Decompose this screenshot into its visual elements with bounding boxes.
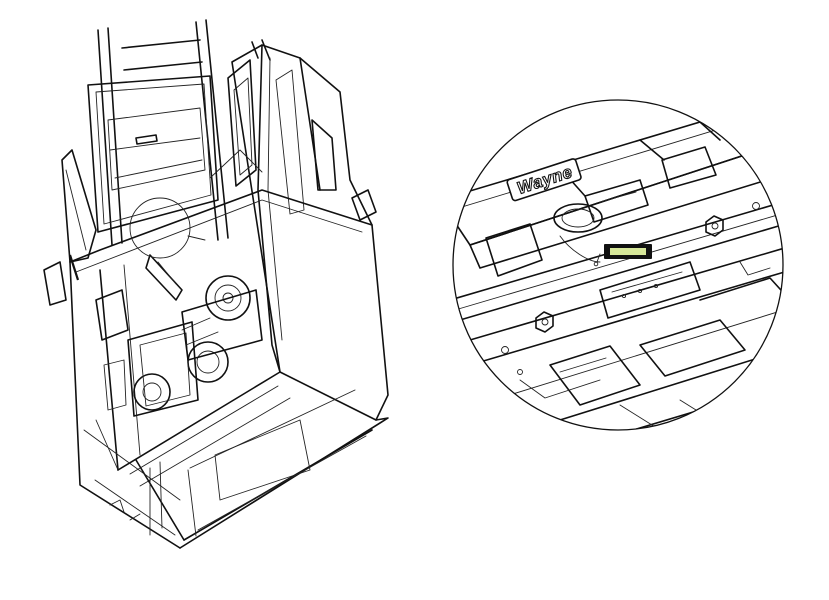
brand-plate: Wayne — [506, 158, 582, 202]
detail-circle-border — [452, 99, 784, 431]
mast-frame — [97, 19, 271, 246]
detail-view: Wayne — [452, 99, 784, 431]
cabinet-body — [69, 189, 389, 549]
bezel-edge — [68, 254, 80, 281]
highlighted-component — [593, 244, 652, 267]
meter-mechanism — [95, 254, 263, 417]
left-bezel — [43, 149, 97, 306]
door-frame — [87, 75, 219, 233]
callout-leader — [187, 235, 206, 241]
lower-panel — [109, 419, 311, 537]
dispenser-assembly — [43, 19, 389, 549]
highlight-marker — [610, 248, 646, 255]
detail-callout-circle — [129, 197, 191, 259]
housing-shell — [209, 44, 389, 421]
